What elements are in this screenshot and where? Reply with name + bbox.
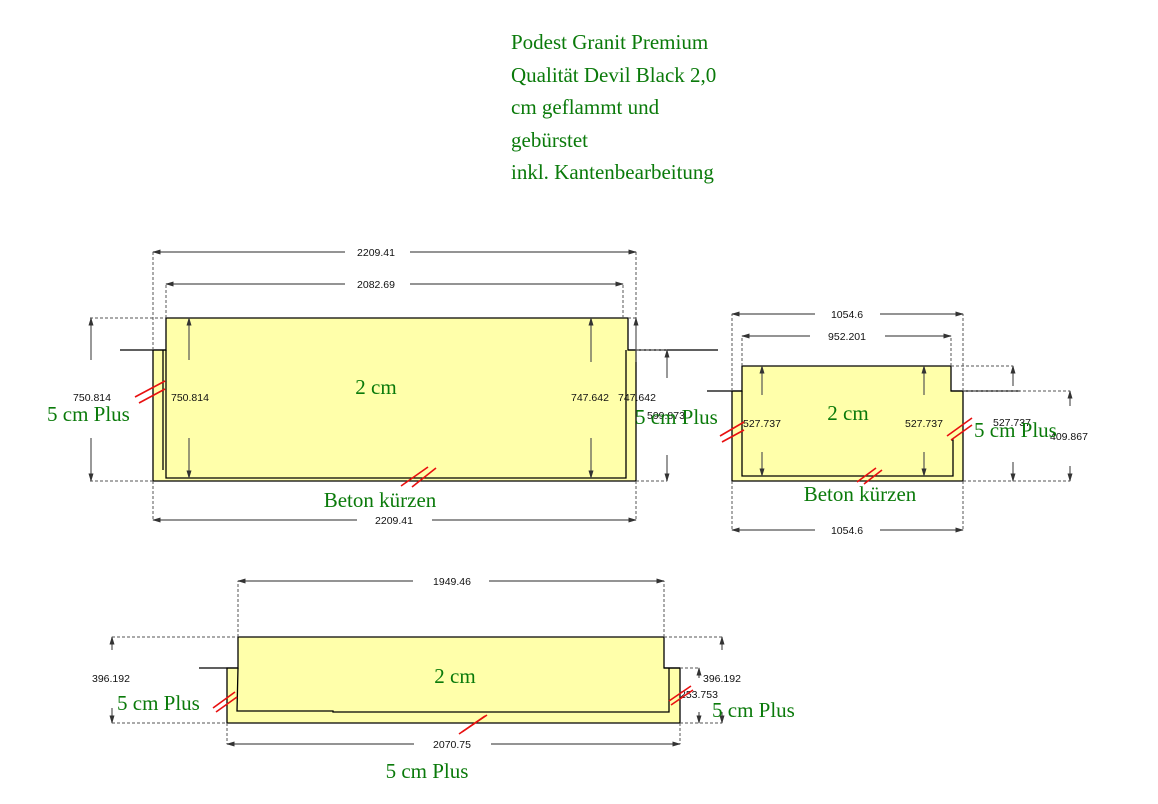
cut-concrete-label: Beton kürzen bbox=[804, 482, 917, 506]
cut-marker bbox=[668, 685, 694, 706]
extra-label-left: 5 cm Plus bbox=[117, 691, 200, 715]
dim-right-outer: 747.642 bbox=[618, 392, 656, 404]
dim-left-inner: 750.814 bbox=[171, 392, 209, 404]
piece-1-inner-edge bbox=[162, 350, 627, 479]
dim-bottom: 2070.75 bbox=[433, 739, 471, 751]
description-line: Qualität Devil Black 2,0 bbox=[511, 62, 717, 87]
dim-right-overlap: 527.737 bbox=[993, 417, 1031, 429]
extra-label-right: 5 cm Plus bbox=[974, 418, 1057, 442]
dim-right-inner: 747.642 bbox=[571, 392, 609, 404]
product-description: Podest Granit Premium Qualität Devil Bla… bbox=[511, 26, 716, 189]
dim-top-outer: 2209.41 bbox=[357, 247, 395, 259]
description-line: gebürstet bbox=[511, 127, 588, 152]
description-line: cm geflammt und bbox=[511, 95, 660, 119]
cut-marker bbox=[134, 380, 166, 404]
dim-bottom: 1054.6 bbox=[831, 525, 863, 537]
piece-2: 1054.6 952.201 1054.6 527.737 527.737 52… bbox=[707, 309, 1088, 537]
extra-label-bottom: 5 cm Plus bbox=[386, 759, 469, 783]
piece-3-inner-edge bbox=[236, 667, 670, 713]
dim-right-outer: 396.192 bbox=[703, 673, 741, 685]
extra-label-left: 5 cm Plus bbox=[47, 402, 130, 426]
dim-top-inner: 2082.69 bbox=[357, 279, 395, 291]
description-line: inkl. Kantenbearbeitung bbox=[511, 160, 714, 184]
dim-bottom: 2209.41 bbox=[375, 515, 413, 527]
dim-right-inner: 527.737 bbox=[905, 418, 943, 430]
extra-label-right: 5 cm Plus bbox=[635, 405, 718, 429]
extra-label-right: 5 cm Plus bbox=[712, 698, 795, 722]
description-line: Podest Granit Premium bbox=[511, 30, 709, 54]
cut-marker bbox=[856, 467, 883, 485]
piece-1: 2209.41 2082.69 2209.41 750.814 750.814 … bbox=[47, 247, 718, 527]
dim-right-step: 599.873 bbox=[647, 410, 685, 422]
piece-1-stone[interactable] bbox=[152, 317, 637, 482]
dim-left: 396.192 bbox=[92, 673, 130, 685]
piece-3: 1949.46 2070.75 396.192 396.192 253.753 … bbox=[92, 576, 795, 783]
cut-marker bbox=[400, 466, 437, 488]
cut-concrete-label: Beton kürzen bbox=[324, 488, 437, 512]
cut-marker bbox=[458, 714, 488, 735]
thickness-label: 2 cm bbox=[355, 375, 396, 399]
cut-marker bbox=[212, 691, 238, 713]
dim-top: 1949.46 bbox=[433, 576, 471, 588]
dim-top-inner: 952.201 bbox=[828, 331, 866, 343]
thickness-label: 2 cm bbox=[434, 664, 475, 688]
dim-left-outer: 750.814 bbox=[73, 392, 111, 404]
thickness-label: 2 cm bbox=[827, 401, 868, 425]
cut-marker bbox=[719, 421, 745, 443]
dim-left-inner: 527.737 bbox=[743, 418, 781, 430]
dim-right-outer: 409.867 bbox=[1050, 431, 1088, 443]
dim-top-outer: 1054.6 bbox=[831, 309, 863, 321]
cut-marker bbox=[946, 417, 973, 441]
